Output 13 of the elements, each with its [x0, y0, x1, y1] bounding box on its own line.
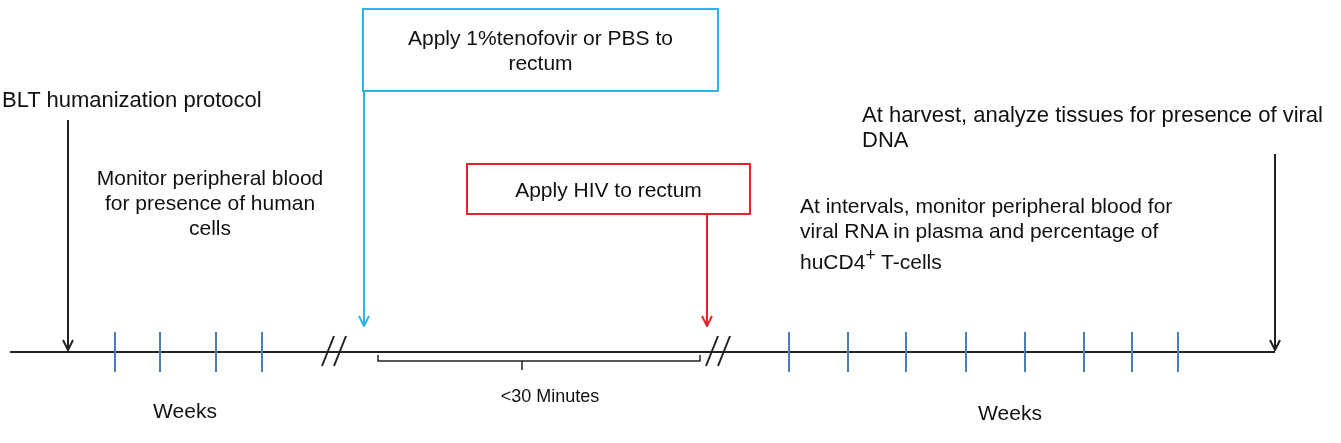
- step-label: At harvest, analyze tissues for presence of viral DNA: [862, 102, 1332, 152]
- annotation: At intervals, monitor peripheral blood for viral RNA in plasma and percentage of huCD4$^{+}$ T-cells: [800, 193, 1174, 274]
- arrow: [358, 91, 370, 327]
- arrow: [62, 119, 74, 351]
- step-box: Apply 1%tenofovir or PBS to rectum: [362, 8, 719, 92]
- axis-label: Weeks: [977, 400, 1043, 425]
- step-label: BLT humanization protocol: [2, 87, 362, 112]
- annotation: Monitor peripheral blood for presence of human cells: [95, 165, 325, 240]
- arrow: [701, 214, 713, 327]
- axis-label: <30 Minutes: [499, 385, 601, 408]
- step-box: Apply HIV to rectum: [466, 163, 751, 215]
- axis-label: Weeks: [152, 398, 218, 423]
- arrow: [1269, 153, 1281, 351]
